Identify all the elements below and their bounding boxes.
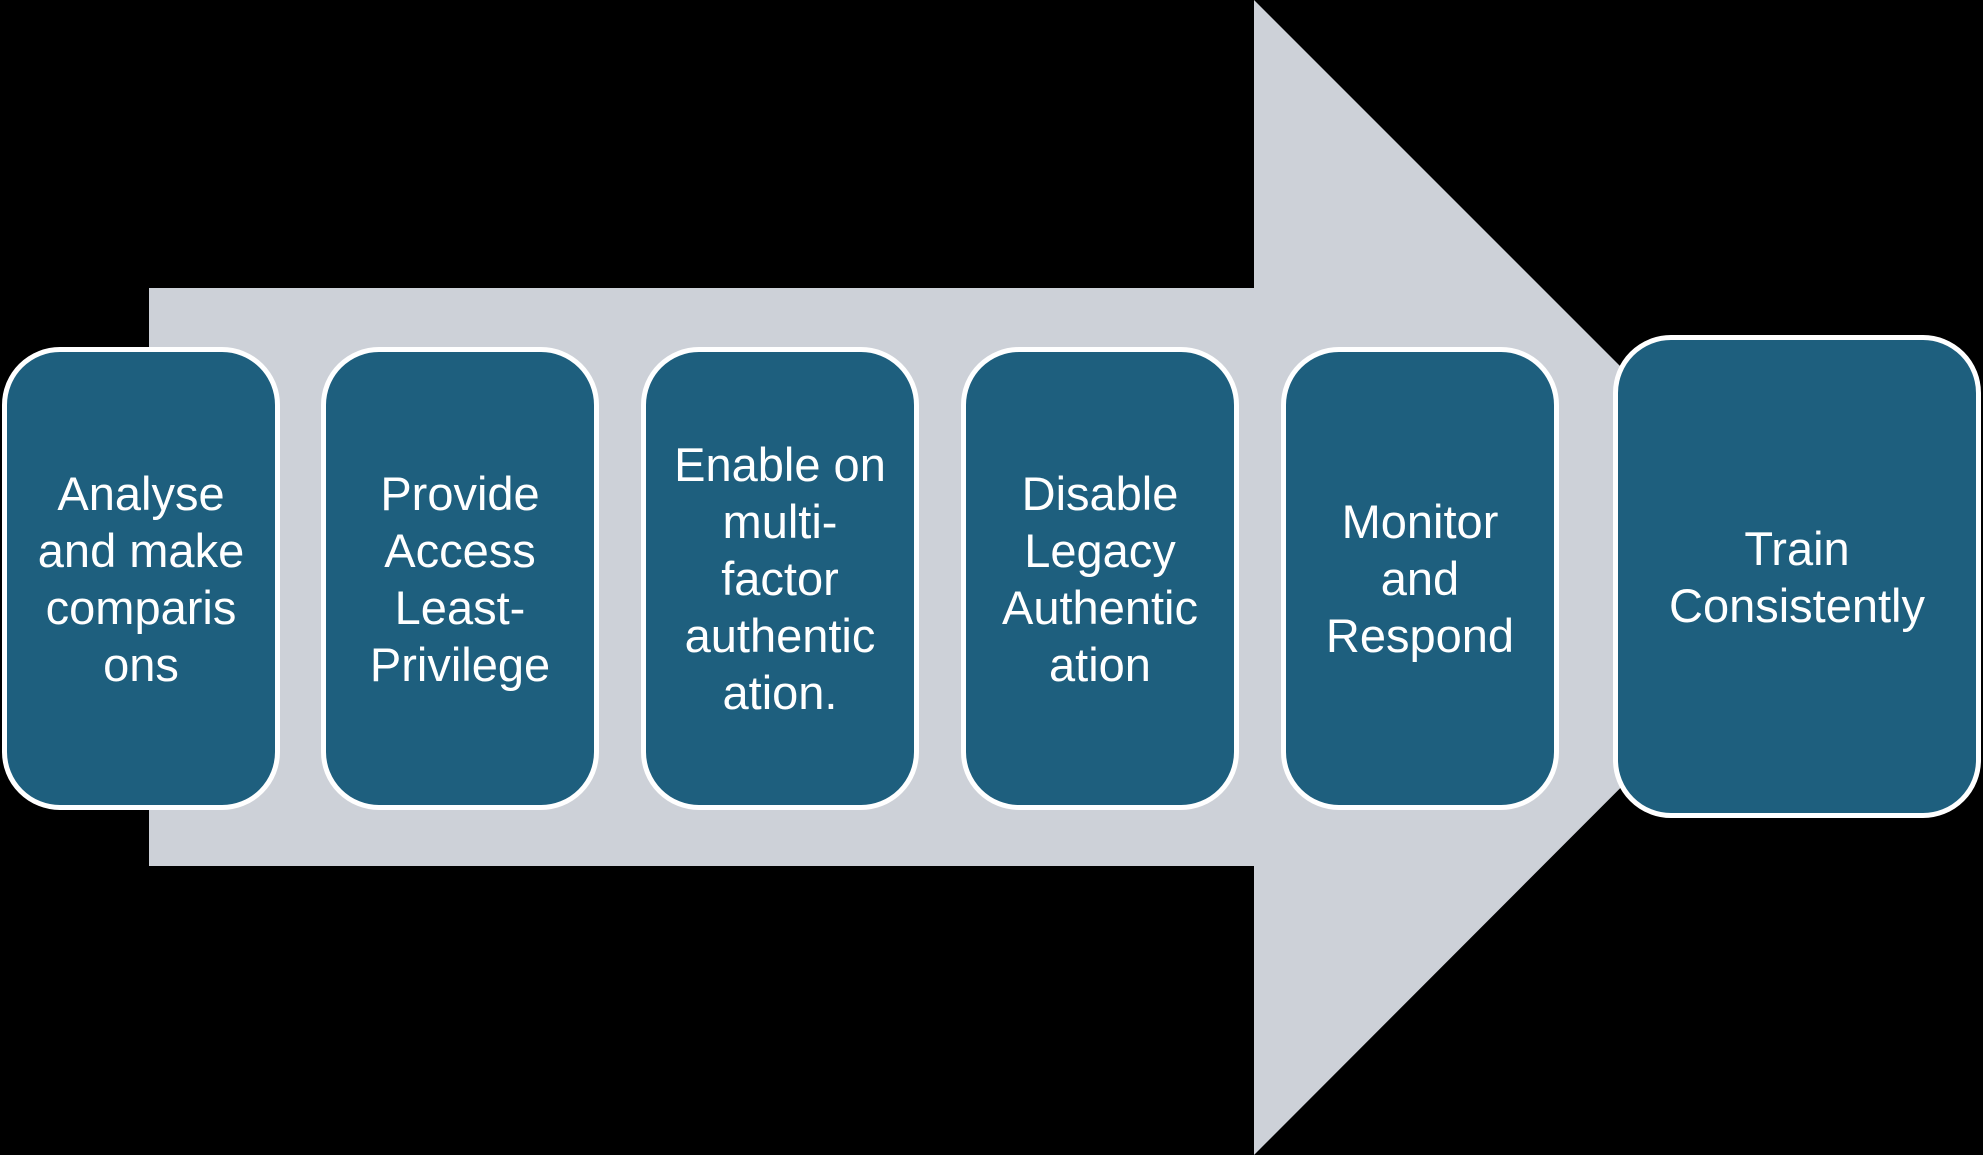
step-6-label: Train Consistently	[1669, 521, 1925, 632]
process-step-3: Enable on multi- factor authentic ation.	[641, 347, 919, 810]
process-step-1: Analyse and make comparis ons	[2, 347, 280, 810]
process-step-5: Monitor and Respond	[1281, 347, 1559, 810]
step-4-label: Disable Legacy Authentic ation	[1002, 466, 1198, 691]
step-1-label: Analyse and make comparis ons	[37, 466, 245, 691]
step-5-label: Monitor and Respond	[1325, 495, 1515, 662]
step-2-label: Provide Access Least- Privilege	[369, 466, 551, 691]
process-step-2: Provide Access Least- Privilege	[321, 347, 599, 810]
process-step-4: Disable Legacy Authentic ation	[961, 347, 1239, 810]
process-step-6: Train Consistently	[1613, 335, 1981, 818]
step-3-label: Enable on multi- factor authentic ation.	[674, 438, 886, 719]
